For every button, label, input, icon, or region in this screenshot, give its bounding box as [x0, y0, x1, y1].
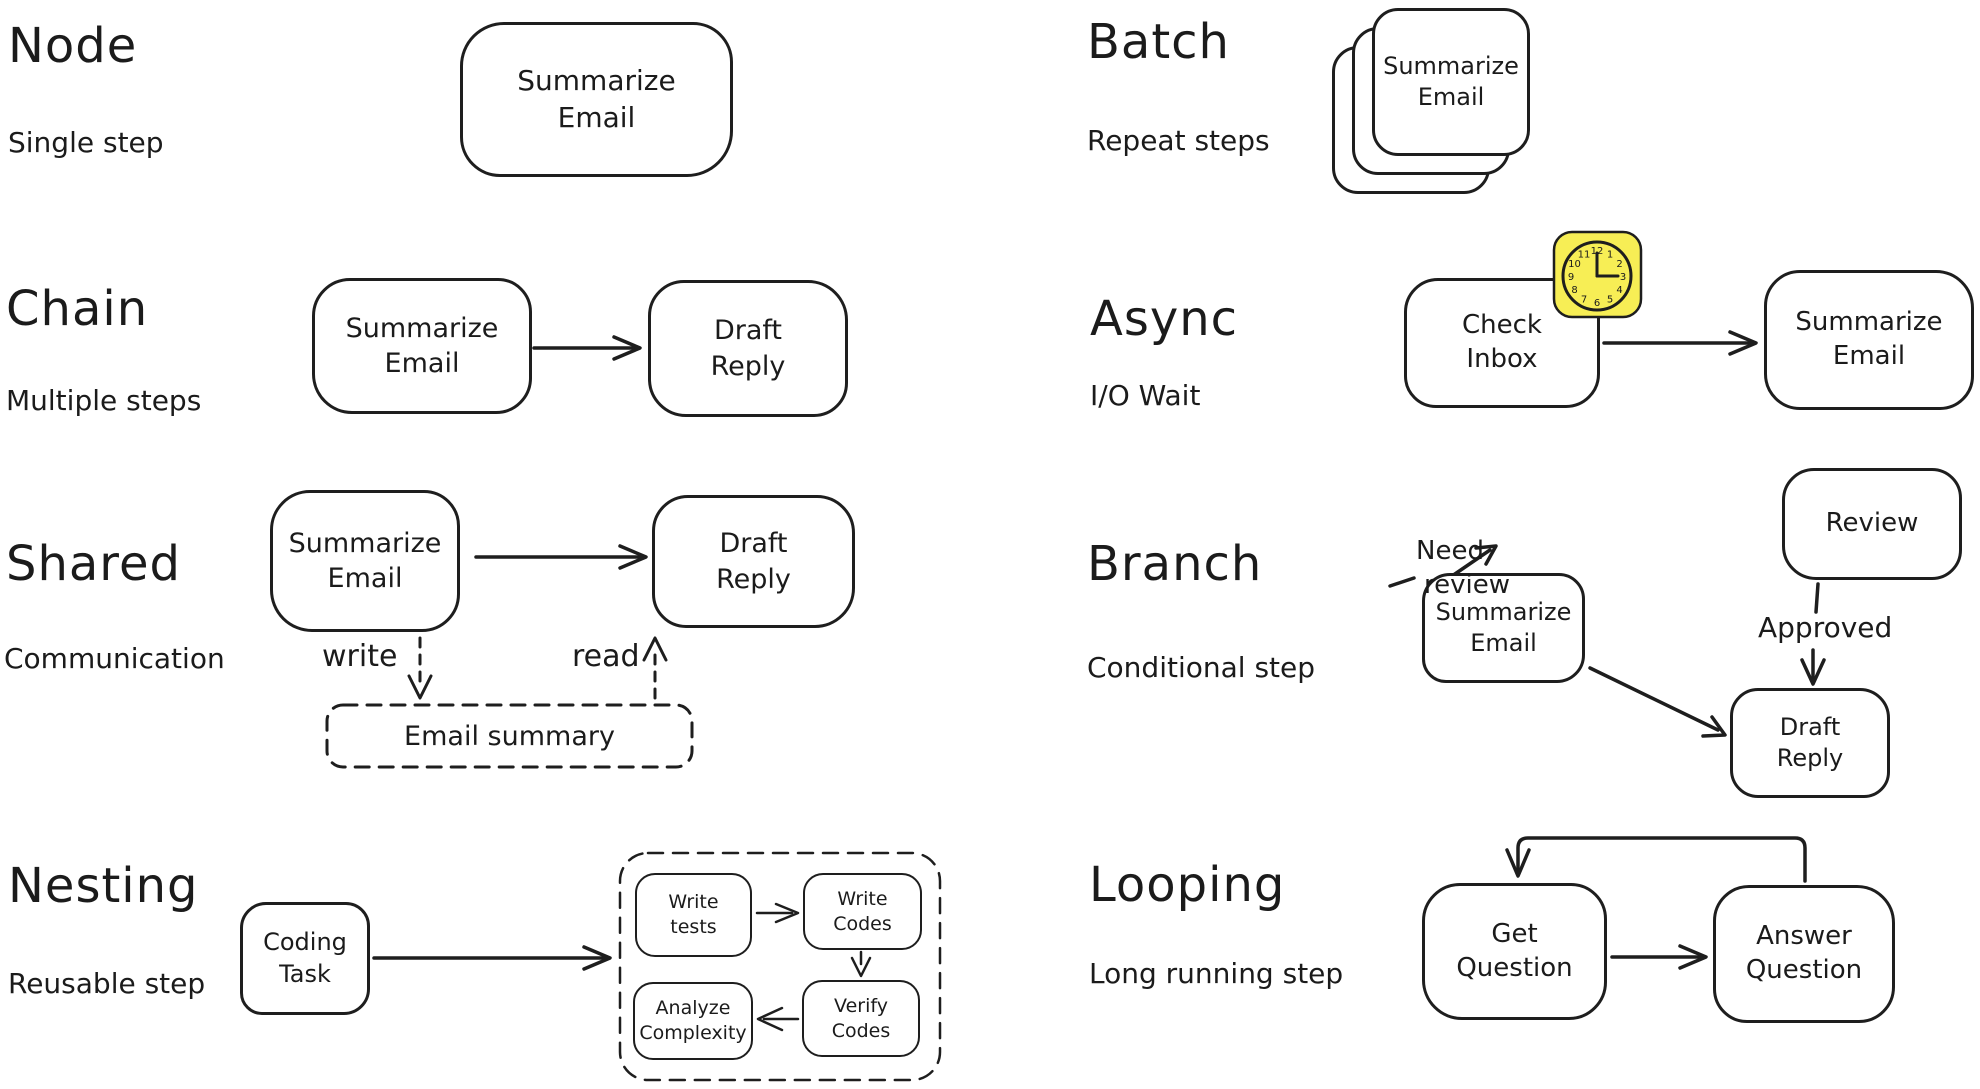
clock-number: 3 — [1620, 272, 1626, 283]
nesting-title: Nesting — [8, 858, 199, 914]
clock-number: 4 — [1616, 285, 1622, 296]
branch-box-summarize-email: Summarize Email — [1422, 573, 1585, 683]
chain-box-draft-reply: Draft Reply — [648, 280, 848, 417]
looping-title: Looping — [1089, 857, 1286, 913]
chain-box-summarize-email: Summarize Email — [312, 278, 532, 414]
shared-subtitle: Communication — [4, 642, 225, 675]
nesting-inner3-label: Analyze Complexity — [639, 997, 747, 1044]
nesting-box-verify-codes: Verify Codes — [802, 980, 920, 1057]
async-box-summarize-email: Summarize Email — [1764, 270, 1974, 410]
clock-icon: 12 1 2 3 4 5 6 7 8 9 10 11 — [1552, 230, 1643, 319]
async-box1-label: Check Inbox — [1462, 310, 1542, 374]
shared-store-email-summary: Email summary — [327, 705, 692, 767]
clock-number: 7 — [1581, 295, 1587, 306]
nesting-inner4-label: Verify Codes — [831, 994, 891, 1042]
chain-title: Chain — [6, 281, 149, 337]
chain-arrow — [532, 335, 642, 361]
branch-need-label: Need — [1416, 536, 1484, 566]
node-subtitle: Single step — [8, 126, 164, 159]
branch-subtitle: Conditional step — [1087, 651, 1316, 684]
shared-title: Shared — [6, 536, 181, 592]
async-box-check-inbox: Check Inbox — [1404, 278, 1600, 408]
shared-write-arrow — [407, 636, 433, 700]
chain-box2-label: Draft Reply — [710, 315, 786, 382]
clock-number: 9 — [1568, 272, 1574, 283]
async-title: Async — [1090, 291, 1239, 347]
clock-number: 1 — [1607, 250, 1613, 261]
clock-number: 8 — [1571, 285, 1577, 296]
nesting-container-outline — [618, 851, 942, 1082]
chain-box1-label: Summarize Email — [345, 312, 499, 379]
node-box-summarize-email: Summarize Email — [460, 22, 733, 177]
nesting-subtitle: Reusable step — [8, 967, 206, 1000]
branch-approved-label: Approved — [1758, 611, 1893, 644]
batch-card-front: Summarize Email — [1372, 8, 1530, 156]
looping-arrow — [1610, 944, 1708, 970]
async-box2-label: Summarize Email — [1795, 307, 1943, 371]
looping-box-answer-question: Answer Question — [1713, 885, 1895, 1023]
nesting-inner2-label: Write Codes — [833, 887, 892, 935]
shared-box-summarize-email: Summarize Email — [270, 490, 460, 632]
nesting-inner-arrow-1 — [755, 902, 800, 924]
nesting-box1-label: Coding Task — [263, 928, 347, 988]
branch-box-draft-reply: Draft Reply — [1730, 688, 1890, 798]
clock-number: 11 — [1578, 250, 1591, 261]
branch-box2-label: Draft Reply — [1776, 712, 1844, 772]
nesting-inner-arrow-3 — [756, 1006, 800, 1032]
branch-box-review: Review — [1782, 468, 1962, 580]
node-title: Node — [8, 18, 138, 74]
nesting-arrow — [372, 945, 612, 971]
shared-write-label: write — [322, 639, 398, 674]
branch-box1-label: Summarize Email — [1435, 597, 1572, 657]
looping-box-get-question: Get Question — [1422, 883, 1607, 1020]
nesting-box-write-tests: Write tests — [635, 873, 752, 957]
looping-subtitle: Long running step — [1089, 957, 1344, 990]
shared-read-label: read — [572, 639, 640, 674]
nesting-box-coding-task: Coding Task — [240, 902, 370, 1015]
batch-title: Batch — [1087, 14, 1230, 70]
branch-title: Branch — [1087, 536, 1263, 592]
branch-need-review-arrow — [1388, 544, 1498, 588]
shared-arrow — [474, 544, 648, 570]
clock-number: 10 — [1568, 259, 1581, 270]
nesting-inner1-label: Write tests — [668, 891, 719, 938]
node-box-label: Summarize Email — [517, 64, 676, 134]
nesting-box-analyze-complexity: Analyze Complexity — [633, 982, 753, 1060]
shared-read-arrow — [642, 636, 668, 700]
nesting-box-write-codes: Write Codes — [803, 873, 922, 950]
shared-store-outline — [325, 703, 694, 769]
batch-subtitle: Repeat steps — [1087, 124, 1270, 157]
clock-number: 6 — [1594, 298, 1600, 309]
nesting-inner-arrow-2 — [850, 950, 872, 978]
branch-review-edge-label: review — [1424, 570, 1510, 600]
async-subtitle: I/O Wait — [1090, 379, 1201, 412]
looping-box2-label: Answer Question — [1745, 921, 1863, 985]
shared-box-draft-reply: Draft Reply — [652, 495, 855, 628]
batch-card-label: Summarize Email — [1383, 51, 1519, 111]
async-arrow — [1602, 330, 1758, 356]
shared-box2-label: Draft Reply — [716, 528, 791, 595]
chain-subtitle: Multiple steps — [6, 384, 202, 417]
shared-store-label: Email summary — [404, 720, 615, 752]
looping-back-arrow — [1505, 836, 1807, 883]
branch-approved-arrow — [1800, 582, 1826, 686]
shared-box1-label: Summarize Email — [288, 527, 442, 594]
clock-number: 2 — [1616, 259, 1622, 270]
branch-review-label: Review — [1825, 508, 1919, 539]
looping-box1-label: Get Question — [1456, 918, 1573, 983]
clock-number: 5 — [1607, 295, 1613, 306]
branch-direct-arrow — [1588, 666, 1727, 738]
